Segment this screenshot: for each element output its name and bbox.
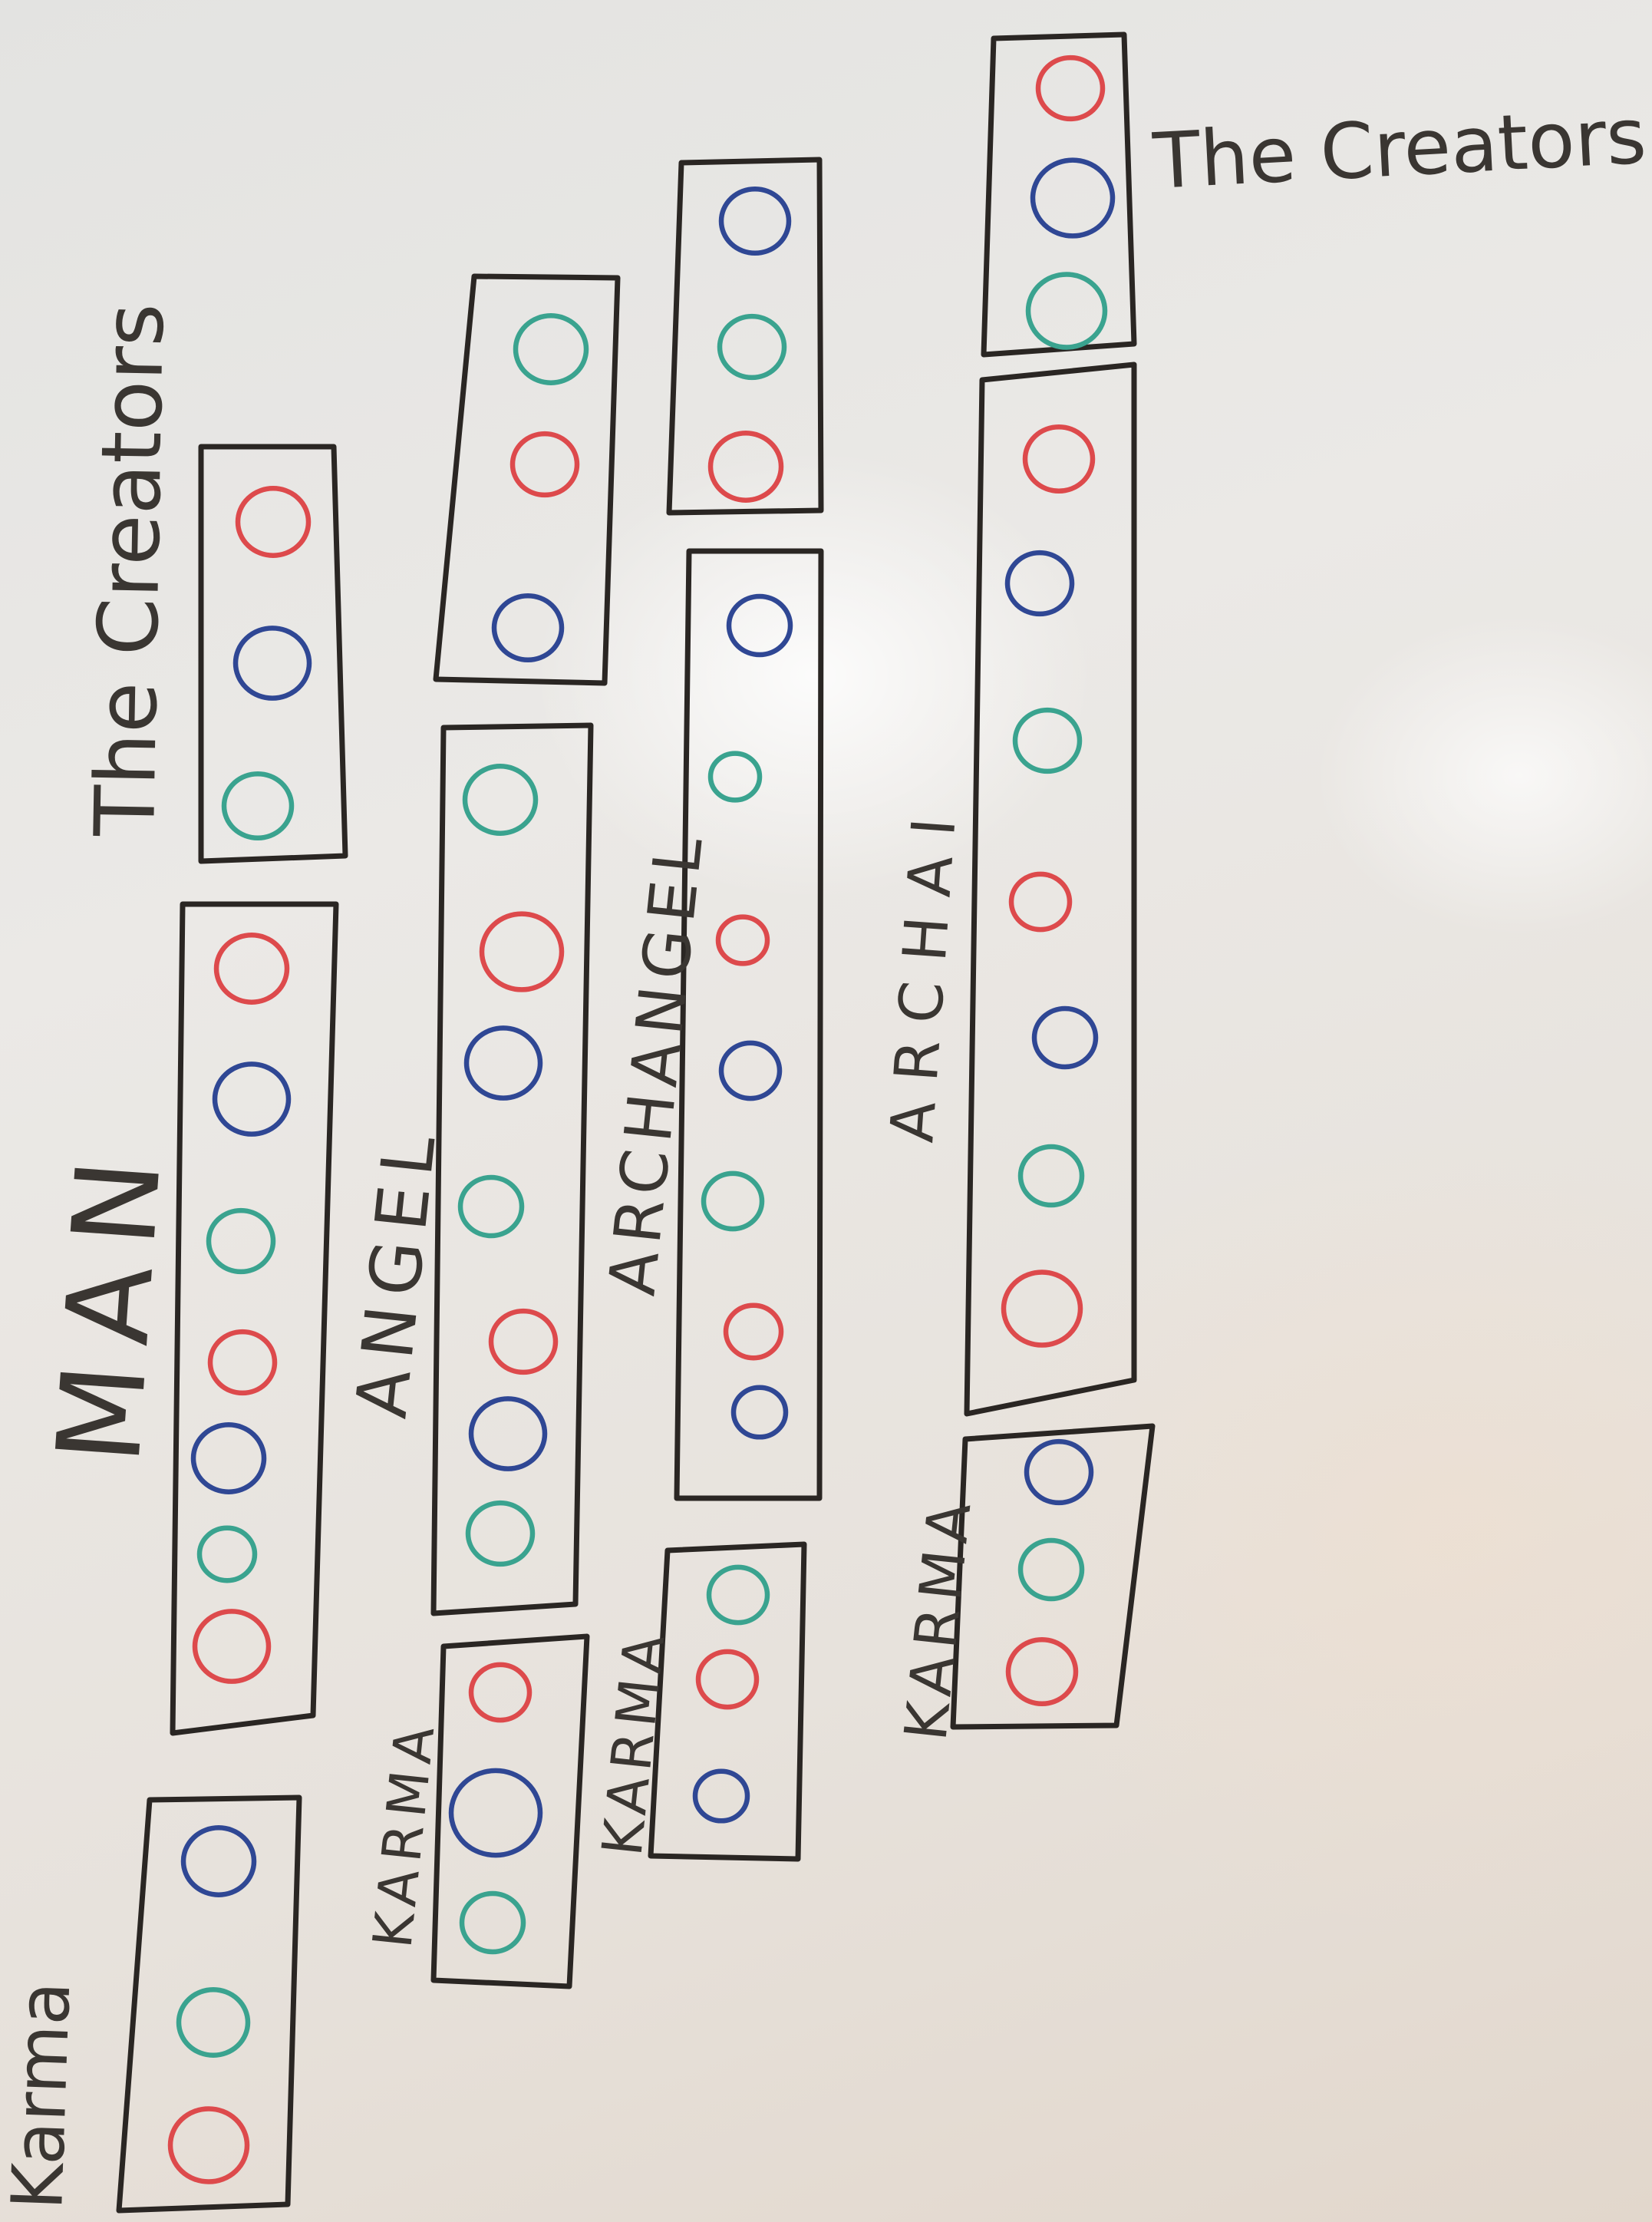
archai-red-circle: [1022, 424, 1096, 494]
man-creators-box: [198, 444, 348, 864]
man-karma-red-circle: [167, 2106, 250, 2184]
label-the-creators-2: The Creators: [1150, 91, 1648, 206]
angel-red-circle: [479, 911, 565, 992]
archangel-blue-circle: [718, 1040, 783, 1101]
archangel-red-circle: [715, 914, 770, 966]
angel-karma-blue-circle: [448, 1768, 543, 1858]
label-archai: ARCHAI: [878, 796, 971, 1144]
archangel-creators-blue-circle: [718, 186, 792, 256]
archai-blue-circle: [1031, 1005, 1099, 1070]
man-red-circle: [207, 1329, 278, 1396]
archai-blue-circle: [1004, 550, 1075, 617]
man-karma-green-circle: [176, 1987, 251, 2058]
label-karma-4: KARMA: [891, 1491, 984, 1743]
angel-creators-green-circle: [513, 313, 589, 385]
archai-creators-green-circle: [1025, 272, 1108, 350]
man-box: [170, 901, 339, 1736]
archai-karma-green-circle: [1017, 1537, 1085, 1602]
archangel-creators-box: [666, 157, 824, 516]
angel-box: [430, 722, 594, 1616]
man-karma-blue-circle: [180, 1825, 257, 1897]
angel-green-circle: [465, 1500, 536, 1567]
rings-layer: [167, 54, 1116, 2184]
label-karma-1: Karma: [0, 1980, 86, 2211]
label-man: MAN: [32, 1135, 188, 1468]
archangel-blue-circle: [730, 1385, 789, 1440]
archangel-blue-circle: [726, 593, 793, 658]
label-archangel: ARCHANGEL: [594, 826, 717, 1299]
man-green-circle: [196, 1525, 258, 1583]
angel-creators-box: [433, 273, 621, 686]
archai-creators-red-circle: [1035, 54, 1106, 122]
archangel-box: [674, 548, 824, 1501]
angel-red-circle: [488, 1308, 559, 1375]
archangel-karma-blue-circle: [692, 1768, 750, 1824]
man-creators-blue-circle: [232, 626, 312, 701]
man-red-circle: [192, 1609, 272, 1684]
angel-creators-red-circle: [509, 431, 580, 498]
archai-box: [964, 362, 1137, 1417]
archai-red-circle: [1001, 1269, 1083, 1348]
archai-creators-box: [981, 31, 1137, 358]
angel-green-circle: [457, 1174, 525, 1239]
man-blue-circle: [190, 1422, 267, 1494]
archai-creators-blue-circle: [1030, 157, 1116, 239]
man-red-circle: [213, 933, 290, 1005]
archai-karma-red-circle: [1005, 1636, 1079, 1707]
angel-green-circle: [462, 764, 539, 836]
archangel-karma-green-circle: [706, 1564, 770, 1626]
man-blue-circle: [212, 1061, 292, 1137]
archangel-creators-red-circle: [707, 431, 784, 503]
archangel-green-circle: [707, 751, 763, 803]
boxes-layer: [116, 31, 1156, 2214]
archai-green-circle: [1012, 707, 1083, 774]
archai-karma-box: [950, 1423, 1156, 1730]
angel-creators-blue-circle: [491, 593, 565, 663]
archangel-karma-red-circle: [695, 1649, 760, 1710]
archangel-red-circle: [723, 1302, 784, 1361]
label-the-creators-1: The Creators: [77, 302, 183, 837]
archai-red-circle: [1008, 871, 1073, 933]
angel-karma-green-circle: [459, 1890, 526, 1955]
man-creators-green-circle: [221, 771, 295, 841]
label-karma-3: KARMA: [589, 1626, 678, 1859]
man-karma-box: [116, 1794, 302, 2214]
archangel-green-circle: [701, 1170, 765, 1232]
man-creators-red-circle: [235, 486, 312, 558]
man-green-circle: [206, 1207, 276, 1275]
angel-karma-red-circle: [468, 1662, 533, 1723]
archangel-karma-box: [648, 1541, 807, 1862]
archai-karma-blue-circle: [1024, 1438, 1094, 1506]
archai-green-circle: [1017, 1144, 1085, 1208]
angel-blue-circle: [468, 1396, 548, 1471]
angel-karma-box: [430, 1633, 590, 1989]
archangel-creators-green-circle: [717, 313, 787, 381]
angel-blue-circle: [463, 1025, 543, 1101]
